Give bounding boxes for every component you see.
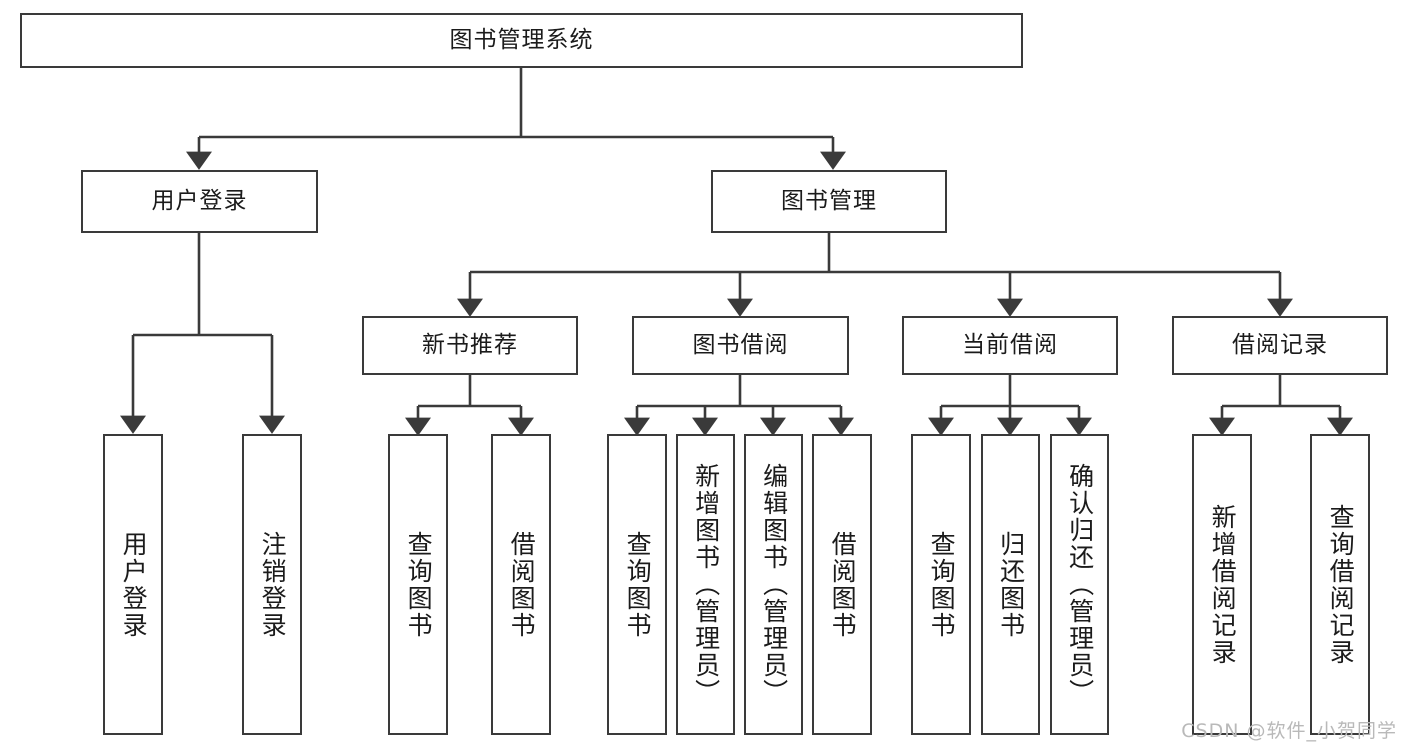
node-current-borrow[interactable]: 当前借阅 [902,316,1118,375]
node-new-book-recommend-label: 新书推荐 [422,331,518,358]
leaf-add-record-label: 新增借阅记录 [1208,503,1238,666]
node-book-manage[interactable]: 图书管理 [711,170,947,233]
node-root[interactable]: 图书管理系统 [20,13,1023,68]
node-new-book-recommend[interactable]: 新书推荐 [362,316,578,375]
leaf-query-record-label: 查询借阅记录 [1326,503,1356,666]
node-book-borrow[interactable]: 图书借阅 [632,316,849,375]
node-borrow-record-label: 借阅记录 [1232,331,1328,358]
leaf-confirm-return[interactable]: 确认归还（管理员） [1050,434,1109,735]
leaf-borrow-book-2[interactable]: 借阅图书 [812,434,872,735]
leaf-borrow-book-1-label: 借阅图书 [507,530,537,639]
leaf-borrow-book-1[interactable]: 借阅图书 [491,434,551,735]
leaf-query-record[interactable]: 查询借阅记录 [1310,434,1370,735]
leaf-query-book-2-label: 查询图书 [623,530,653,639]
leaf-query-book-1-label: 查询图书 [404,530,434,639]
leaf-borrow-book-2-label: 借阅图书 [828,530,858,639]
leaf-query-book-3-label: 查询图书 [927,530,957,639]
node-user-login-label: 用户登录 [151,187,248,214]
node-borrow-record[interactable]: 借阅记录 [1172,316,1388,375]
leaf-logout-login[interactable]: 注销登录 [242,434,302,735]
leaf-return-book-label: 归还图书 [996,530,1026,639]
leaf-query-book-1[interactable]: 查询图书 [388,434,448,735]
node-book-manage-label: 图书管理 [781,187,877,214]
watermark: CSDN @软件_小贺同学 [1181,720,1397,742]
leaf-user-login-label: 用户登录 [119,530,149,639]
node-root-label: 图书管理系统 [449,26,594,53]
leaf-edit-book[interactable]: 编辑图书（管理员） [744,434,803,735]
leaf-query-book-3[interactable]: 查询图书 [911,434,971,735]
leaf-confirm-return-label: 确认归还（管理员） [1065,463,1095,706]
node-user-login[interactable]: 用户登录 [81,170,318,233]
leaf-add-book-label: 新增图书（管理员） [691,463,721,706]
leaf-add-book[interactable]: 新增图书（管理员） [676,434,735,735]
leaf-query-book-2[interactable]: 查询图书 [607,434,667,735]
node-current-borrow-label: 当前借阅 [962,331,1058,358]
node-book-borrow-label: 图书借阅 [692,331,789,358]
leaf-return-book[interactable]: 归还图书 [981,434,1040,735]
leaf-edit-book-label: 编辑图书（管理员） [759,463,789,706]
leaf-user-login[interactable]: 用户登录 [103,434,163,735]
leaf-add-record[interactable]: 新增借阅记录 [1192,434,1252,735]
leaf-logout-login-label: 注销登录 [258,530,288,639]
